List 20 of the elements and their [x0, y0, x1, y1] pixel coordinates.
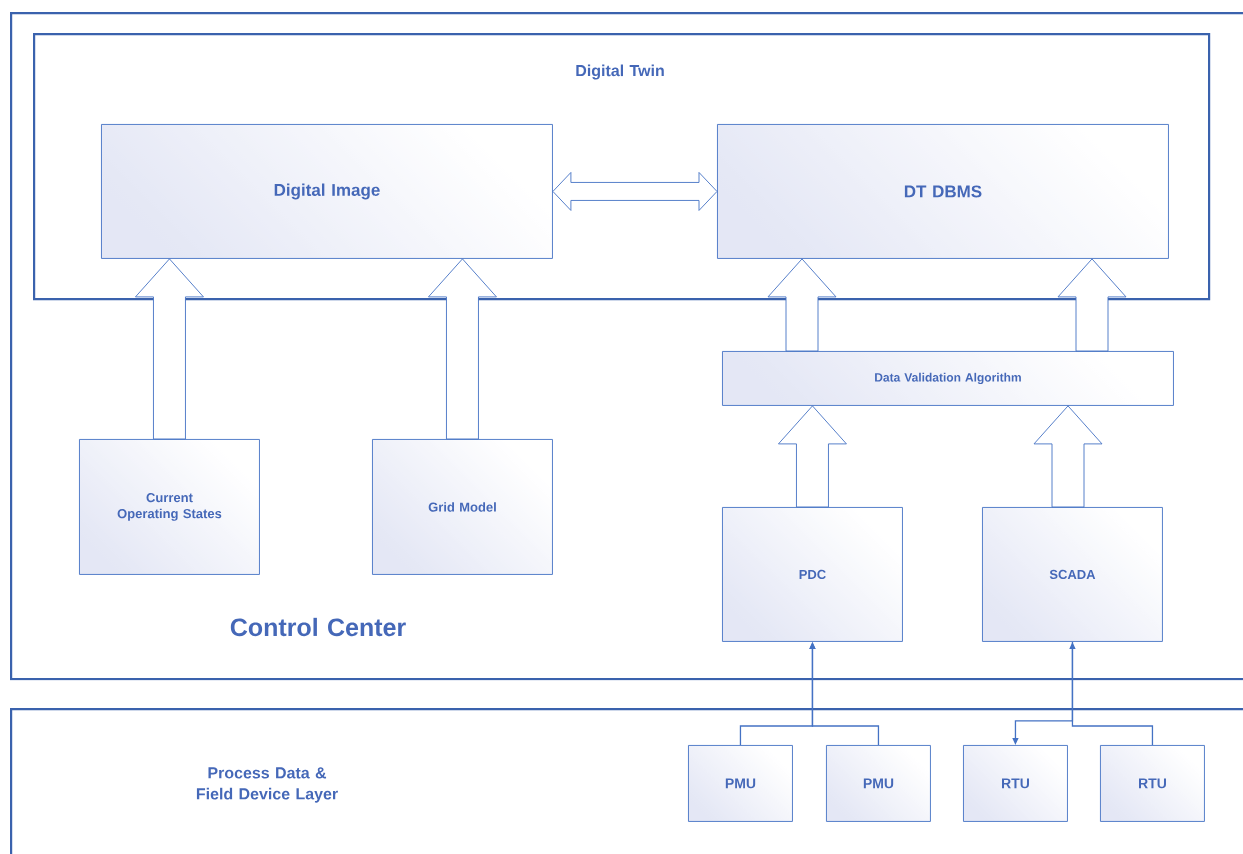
process-box: Data Validation Algorithm [722, 351, 1174, 406]
block-arrow [778, 405, 847, 508]
connector-arrow [1069, 642, 1154, 746]
block-arrow [135, 258, 204, 440]
block-arrow [1033, 405, 1103, 508]
process-box: RTU [963, 745, 1068, 822]
process-box: PMU [826, 745, 931, 822]
process-box: Current Operating States [79, 439, 260, 575]
process-box: PDC [722, 507, 903, 642]
process-box: Grid Model [372, 439, 553, 575]
process-box: PMU [688, 745, 793, 822]
connector-arrow [809, 642, 880, 746]
block-arrow [552, 172, 718, 211]
block-arrow [767, 258, 837, 352]
process-box: Digital Image [101, 124, 553, 259]
block-arrow [428, 258, 497, 440]
process-box: RTU [1100, 745, 1205, 822]
process-box: SCADA [982, 507, 1163, 642]
process-box: DT DBMS [717, 124, 1169, 259]
block-arrow [1057, 258, 1127, 352]
